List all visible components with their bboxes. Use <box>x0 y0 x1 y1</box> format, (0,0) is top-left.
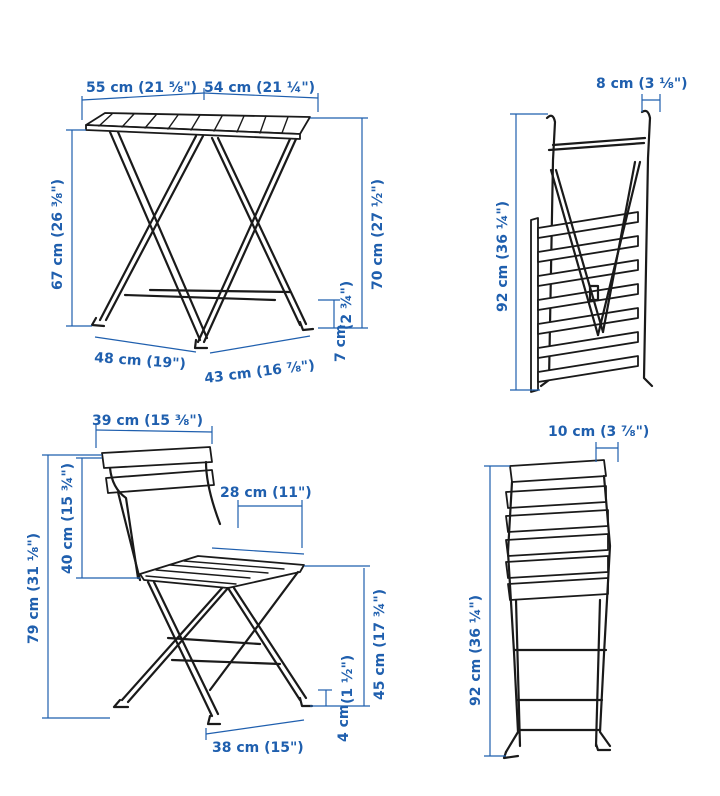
folded-chair-depth-label: 10 cm (3 ⅞") <box>548 424 649 440</box>
table-width-a-label: 55 cm (21 ⅝") <box>86 80 197 96</box>
table-top-edge <box>85 124 301 140</box>
chair-width-label: 39 cm (15 ⅜") <box>92 413 203 429</box>
table-foot-height-cm-label: 7 cm <box>333 324 349 362</box>
folded-table-height-label: 92 cm (36 ¼") <box>495 201 511 312</box>
chair-seat-depth-label: 28 cm (11") <box>220 485 312 501</box>
table-base-a-label: 48 cm (19") <box>94 350 187 372</box>
table-drawing <box>85 112 315 350</box>
chair-total-height-label: 79 cm (31 ⅛") <box>26 533 42 644</box>
folded-table-dimension-lines <box>510 94 661 391</box>
folded-table-frame <box>539 109 654 388</box>
folded-chair-slats <box>505 459 609 601</box>
chair-drawing <box>101 446 314 726</box>
table-top-slats <box>98 113 289 134</box>
table-width-b-label: 54 cm (21 ¼") <box>204 80 315 96</box>
table-dimension-lines <box>66 88 368 354</box>
folded-table-depth-label: 8 cm (3 ⅛") <box>596 76 688 92</box>
chair-back-frame <box>108 460 222 582</box>
chair-dimension-lines <box>42 424 370 740</box>
table-height-top-label: 67 cm (26 ⅜") <box>50 179 66 290</box>
folded-chair-frame <box>502 474 612 760</box>
table-feet <box>90 316 315 350</box>
folded-table-top <box>530 211 639 393</box>
chair-base-width-label: 38 cm (15") <box>212 740 304 756</box>
folded-table-drawing <box>530 109 654 393</box>
folded-chair-height-label: 92 cm (36 ¼") <box>468 595 484 706</box>
folded-chair-drawing <box>502 459 612 760</box>
table-base-b-label: 43 cm (16 ⅞") <box>204 358 316 387</box>
chair-feet <box>112 696 314 726</box>
chair-backrest <box>101 446 215 494</box>
chair-foot-height-cm-label: 4 cm <box>336 704 352 742</box>
chair-legs <box>120 570 308 718</box>
table-legs <box>98 130 308 344</box>
folded-table-legs <box>549 160 642 337</box>
table-height-total-label: 70 cm (27 ½") <box>370 179 386 290</box>
table-foot-height-in-label: (2 ¾") <box>339 281 355 330</box>
chair-back-height-label: 40 cm (15 ¾") <box>60 463 76 574</box>
folded-chair-dimension-lines <box>484 442 619 757</box>
chair-foot-height-in-label: (1 ½") <box>340 655 356 704</box>
chair-seat-height-label: 45 cm (17 ¾") <box>372 589 388 700</box>
chair-seat <box>139 555 305 589</box>
